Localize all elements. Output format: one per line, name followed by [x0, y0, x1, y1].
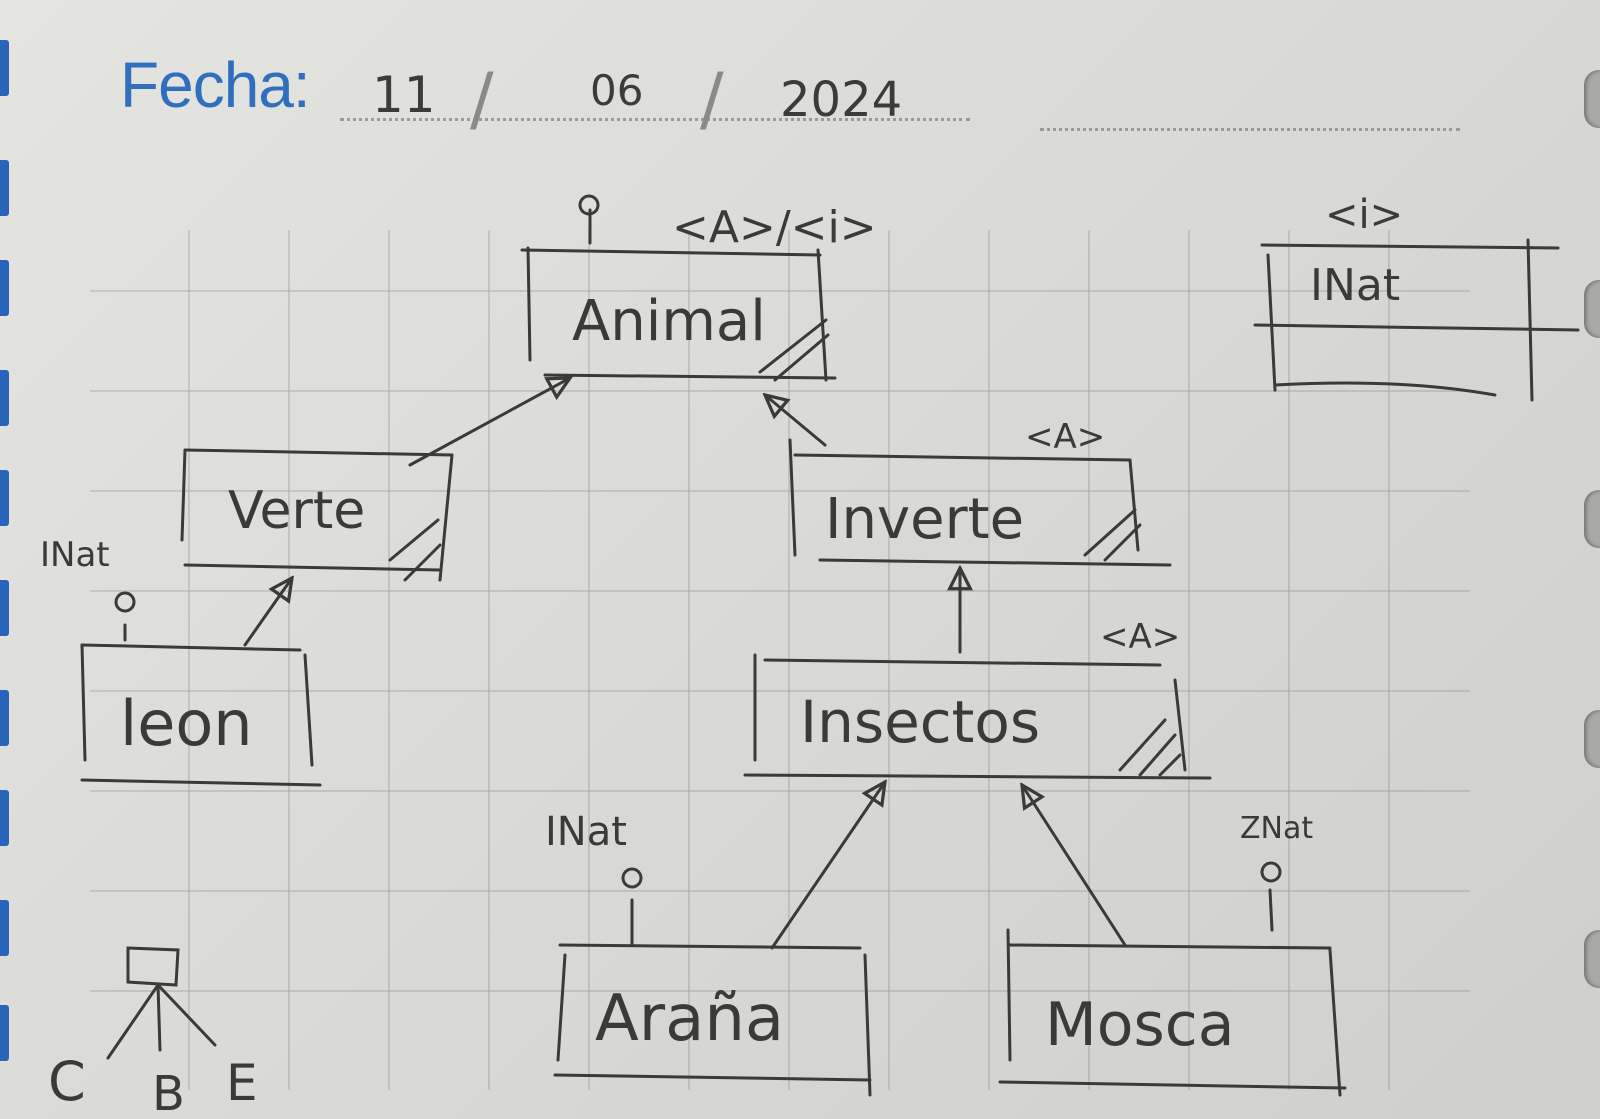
legend-letter-c: C: [48, 1050, 86, 1113]
class-box-leon: [80, 591, 322, 787]
class-name-verte: Verte: [228, 481, 365, 541]
date-month: 06: [590, 66, 644, 115]
stereotype-insectos: <A>: [1100, 617, 1180, 657]
class-box-animal: [520, 194, 837, 382]
interface-label-leon: INat: [40, 535, 110, 575]
binding-strip: [0, 0, 10, 1119]
arrow-inverte-to-animal: [765, 395, 827, 447]
stereotype-inverte: <A>: [1025, 417, 1105, 457]
extra-dotted-line: [1040, 128, 1460, 131]
class-box-mosca: [998, 861, 1347, 1097]
legend-letter-b: B: [152, 1066, 185, 1119]
class-name-arana: Araña: [595, 982, 784, 1056]
date-separator-2: /: [700, 58, 724, 140]
interface-label-arana: INat: [545, 809, 627, 855]
arrow-mosca-to-insectos: [1022, 785, 1127, 947]
arrow-verte-to-animal: [408, 378, 570, 467]
interface-box-inat: [1253, 238, 1580, 402]
class-name-mosca: Mosca: [1045, 990, 1235, 1060]
class-box-insectos: [743, 653, 1212, 780]
date-dotted-line: [340, 118, 970, 121]
stereotype-animal: <A>/<i>: [672, 202, 877, 253]
class-box-inverte: [788, 438, 1172, 567]
fecha-label: Fecha:: [120, 49, 311, 121]
class-name-insectos: Insectos: [800, 688, 1040, 756]
actor-figure: [106, 946, 217, 1060]
stereotype-inat: <i>: [1325, 192, 1403, 238]
interface-label-mosca: ZNat: [1240, 811, 1313, 846]
class-box-verte: [180, 448, 454, 582]
interface-name-inat: INat: [1310, 260, 1400, 311]
class-box-arana: [553, 867, 872, 1097]
date-year: 2024: [780, 72, 903, 128]
arrow-leon-to-verte: [243, 578, 292, 647]
class-name-leon: leon: [120, 687, 253, 760]
class-name-animal: Animal: [572, 289, 766, 354]
date-separator-1: /: [470, 58, 494, 140]
legend-letter-e: E: [226, 1054, 258, 1112]
arrow-arana-to-insectos: [770, 782, 885, 950]
class-name-inverte: Inverte: [825, 487, 1024, 552]
date-day: 11: [372, 66, 436, 124]
